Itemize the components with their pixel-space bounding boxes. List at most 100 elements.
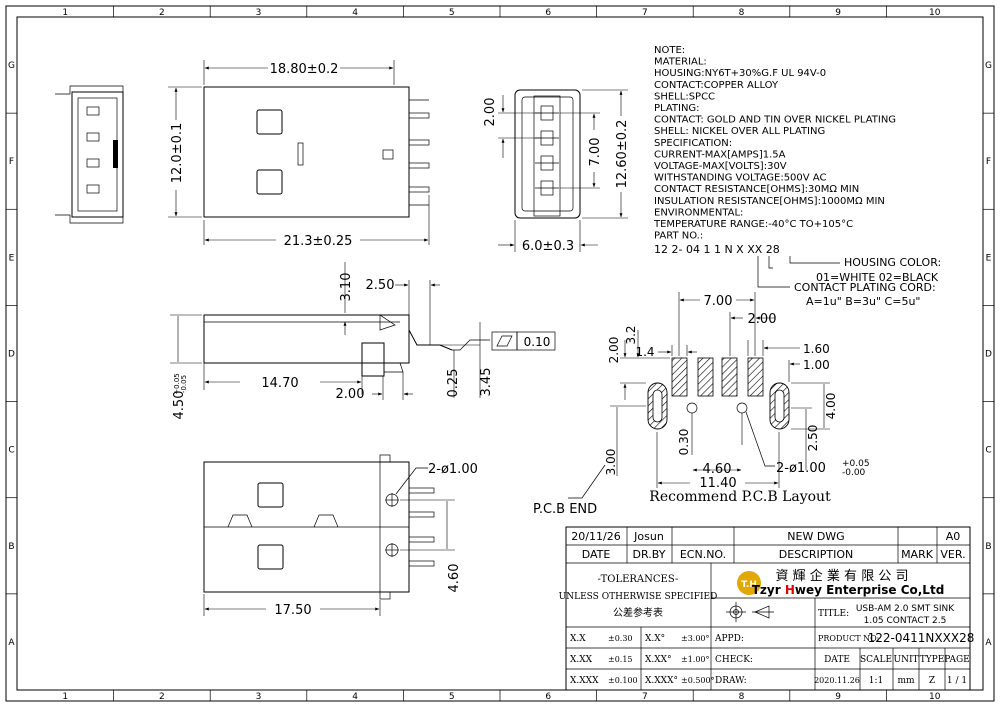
grid-col-label-top: 8 — [739, 8, 745, 18]
hdr-ver: VER. — [940, 548, 965, 561]
rev-desc: NEW DWG — [787, 530, 844, 543]
note-line: CONTACT:COPPER ALLOY — [654, 80, 779, 91]
note-line: ENVIRONMENTAL: — [654, 207, 743, 218]
grid-col-label-top: 10 — [929, 8, 941, 18]
dim-side-1470: 14.70 — [261, 376, 298, 391]
title-line-2: 1.05 CONTACT 2.5 — [864, 616, 947, 626]
field-page: PAGE — [944, 655, 970, 665]
note-line: CONTACT: GOLD AND TIN OVER NICKEL PLATIN… — [654, 115, 896, 126]
pcb-dim-460: 4.60 — [703, 462, 732, 477]
note-line: CONTACT RESISTANCE[OHMS]:30MΩ MIN — [654, 184, 859, 195]
hdr-drby: DR.BY — [633, 548, 666, 561]
pcb-dim-200: 2.00 — [748, 312, 777, 327]
note-line: SPECIFICATION: — [654, 138, 732, 149]
grid-col-label-bottom: 2 — [159, 692, 165, 702]
tol-row-value: ±0.15 — [608, 655, 633, 664]
note-line: SHELL:SPCC — [654, 91, 715, 102]
dim-front-pitch: 2.00 — [483, 98, 498, 127]
dim-front-height: 12.60±0.2 — [615, 120, 630, 189]
tol-title: -TOLERANCES- — [598, 574, 679, 585]
pcb-dim-250: 2.50 — [806, 425, 820, 452]
grid-col-label-top: 7 — [642, 8, 648, 18]
dim-top-height: 12.0±0.1 — [170, 123, 185, 184]
value-scale: 1:1 — [869, 676, 883, 686]
pcb-dim-1140: 11.40 — [699, 476, 736, 491]
grid-row-label-right: B — [985, 542, 991, 552]
grid-col-label-top: 4 — [352, 8, 358, 18]
note-line: PART NO.: — [654, 231, 703, 242]
company-en: Tzyr Hwey Enterprise Co,Ltd — [752, 583, 945, 597]
tol-row-angle-value: ±3.00° — [681, 634, 710, 643]
grid-col-label-bottom: 10 — [929, 692, 941, 702]
part-number-legend: 12 2- 04 1 1 N X XX 28 HOUSING COLOR: 01… — [654, 243, 941, 308]
tol-row-angle-key: X.XXX° — [645, 676, 678, 686]
pcb-dim-160: 1.60 — [803, 342, 830, 356]
pcb-dim-400: 4.00 — [824, 393, 838, 420]
grid-row-label-right: A — [985, 638, 992, 648]
company-en-1: Tzyr — [752, 583, 785, 597]
title-label: TITLE: — [818, 609, 849, 619]
grid-row-label-left: D — [8, 350, 15, 360]
dim-side-025: 0.25 — [446, 369, 461, 398]
pcb-dim-14: 1.4 — [635, 345, 654, 359]
title-block: 20/11/26 Josun NEW DWG A0 DATE DR.BY ECN… — [559, 526, 974, 691]
grid-col-label-top: 9 — [835, 8, 841, 18]
hdr-ecn: ECN.NO. — [680, 548, 726, 561]
pcb-dim-030: 0.30 — [677, 429, 691, 456]
bottom-dim-1750: 17.50 — [274, 603, 311, 618]
tol-row-angle-value: ±1.00° — [681, 655, 710, 664]
dim-side-345: 3.45 — [479, 368, 494, 397]
grid-row-label-left: E — [9, 253, 15, 263]
pcb-hole-callout: 2-ø1.00 — [776, 461, 826, 476]
title-line-1: USB-AM 2.0 SMT SINK — [856, 604, 955, 614]
tol-row-angle-key: X.XX° — [645, 655, 672, 665]
field-type: TYPE — [920, 655, 945, 665]
dim-front-inner: 7.00 — [588, 138, 603, 167]
hdr-date: DATE — [582, 548, 611, 561]
projection-symbol — [726, 602, 774, 622]
bottom-view: 2-ø1.00 4.60 17.50 P.C.B END — [203, 454, 606, 618]
pcb-dim-32: 3.2 — [624, 325, 638, 344]
grid-col-label-top: 3 — [256, 8, 262, 18]
plating-values: A=1u" B=3u" C=5u" — [806, 295, 921, 308]
tol-row-key: X.X — [570, 634, 586, 644]
grid-ticks — [6, 6, 994, 701]
side-view: 3.10 2.50 0.10 14.70 2.00 0.25 3.45 4 — [170, 262, 556, 420]
grid-row-label-left: A — [8, 638, 15, 648]
hdr-desc: DESCRIPTION — [779, 548, 853, 561]
dim-side-200: 2.00 — [336, 387, 365, 402]
tol-subtitle: UNLESS OTHERWISE SPECIFIED — [559, 592, 718, 602]
grid-col-label-bottom: 7 — [642, 692, 648, 702]
housing-color-label: HOUSING COLOR: — [844, 256, 941, 269]
dim-side-310: 3.10 — [339, 273, 354, 302]
rev-ver: A0 — [946, 530, 961, 543]
tol-row-angle-value: ±0.500° — [681, 676, 715, 685]
dim-top-length: 18.80±0.2 — [270, 62, 339, 77]
pcb-layout: 7.00 2.00 3.2 2.00 1.4 1.60 1.00 4.00 — [604, 292, 870, 505]
grid-col-label-bottom: 3 — [256, 692, 262, 702]
dim-side-450: 4.50 — [172, 391, 187, 420]
grid-col-label-bottom: 6 — [545, 692, 551, 702]
grid-col-label-bottom: 4 — [352, 692, 358, 702]
field-unit: UNIT — [893, 655, 918, 665]
signoff-label: APPD: — [714, 634, 744, 644]
field-date: DATE — [824, 655, 850, 665]
grid-row-label-right: E — [986, 253, 992, 263]
pcb-hole-tol-top: +0.05 — [842, 459, 870, 469]
dim-front-depth: 6.0±0.3 — [522, 239, 574, 254]
front-view: 2.00 7.00 12.60±0.2 6.0±0.3 — [483, 89, 630, 254]
grid-col-label-bottom: 9 — [835, 692, 841, 702]
pcb-end-label: P.C.B END — [533, 502, 597, 517]
note-line: HOUSING:NY6T+30%G.F UL 94V-0 — [654, 68, 826, 79]
company-logo-text: T.H — [741, 580, 757, 590]
note-line: NOTE: — [654, 45, 685, 56]
field-scale: SCALE — [860, 655, 892, 665]
grid-col-label-top: 2 — [159, 8, 165, 18]
company-cn: 資 輝 企 業 有 限 公 司 — [776, 568, 909, 584]
pcb-caption: Recommend P.C.B Layout — [649, 489, 831, 505]
housing-color-values: 01=WHITE 02=BLACK — [816, 271, 939, 284]
tol-chinese: 公差参考表 — [613, 606, 663, 619]
